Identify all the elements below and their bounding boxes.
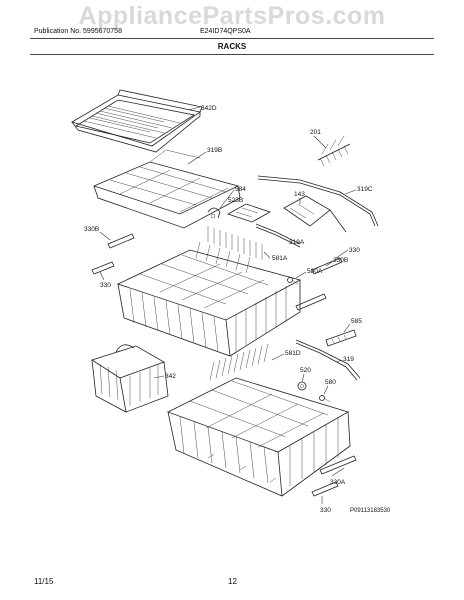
part-330B-roller-left bbox=[107, 233, 135, 249]
part-319-rail bbox=[295, 339, 361, 381]
callout-143: 143 bbox=[294, 191, 305, 198]
part-585-slide bbox=[325, 329, 357, 347]
callout-580A: 580A bbox=[307, 268, 323, 275]
callout-342D: 342D bbox=[201, 105, 217, 112]
part-330B-roller-right bbox=[295, 257, 343, 311]
callout-330-left: 330 bbox=[100, 282, 111, 289]
part-201-tine-row bbox=[317, 135, 351, 167]
footer-page-number: 12 bbox=[228, 577, 237, 586]
part-580A-stop bbox=[287, 277, 299, 285]
callout-330A: 330A bbox=[330, 479, 346, 486]
part-520-wheel bbox=[297, 381, 307, 391]
upper-rack-basket bbox=[116, 241, 302, 357]
callout-523B: 523B bbox=[228, 197, 243, 204]
callout-584: 584 bbox=[235, 186, 246, 193]
part-330-roller-bottom bbox=[311, 481, 339, 497]
part-319A-rail bbox=[255, 223, 301, 248]
part-319C-rail bbox=[257, 175, 379, 227]
callout-585: 585 bbox=[351, 318, 362, 325]
callout-319C: 319C bbox=[357, 186, 373, 193]
callout-319B: 319B bbox=[207, 147, 222, 154]
callout-319A: 319A bbox=[289, 239, 305, 246]
part-581A-tines bbox=[207, 226, 263, 260]
header-rule bbox=[30, 38, 434, 39]
part-523B-tray bbox=[227, 203, 271, 223]
part-342D-cutlery-tray bbox=[71, 89, 203, 153]
part-330-roller-left bbox=[91, 261, 115, 275]
title-rule bbox=[30, 54, 434, 55]
section-title: RACKS bbox=[217, 42, 247, 51]
part-319B-rack-frame bbox=[92, 149, 241, 229]
footer-date: 11/15 bbox=[34, 577, 54, 586]
figure-code: P09113183530 bbox=[350, 508, 391, 514]
publication-number: Publication No. 5995670758 bbox=[34, 28, 122, 35]
part-584-clip bbox=[207, 207, 221, 219]
watermark: AppliancePartsPros.com bbox=[78, 2, 386, 30]
callout-520: 520 bbox=[300, 367, 311, 374]
part-342-silverware-basket bbox=[91, 344, 169, 413]
callout-580: 580 bbox=[325, 379, 336, 386]
part-143-adjuster bbox=[283, 195, 347, 233]
model-number: E24ID74QPS0A bbox=[200, 28, 251, 35]
callout-330-top: 330 bbox=[349, 247, 360, 254]
callout-330-bottom: 330 bbox=[320, 507, 331, 514]
callout-581D: 581D bbox=[285, 350, 301, 357]
part-580-stop bbox=[319, 395, 331, 403]
part-581D-tines bbox=[209, 343, 269, 381]
callout-201: 201 bbox=[310, 129, 321, 136]
callout-330B-left: 330B bbox=[84, 226, 99, 233]
callout-330B-right: 330B bbox=[333, 257, 348, 264]
lower-rack-basket bbox=[166, 377, 351, 497]
callout-319: 319 bbox=[343, 356, 354, 363]
callout-581A: 581A bbox=[272, 255, 288, 262]
callout-342: 342 bbox=[165, 373, 176, 380]
part-330A-roller bbox=[319, 455, 357, 475]
